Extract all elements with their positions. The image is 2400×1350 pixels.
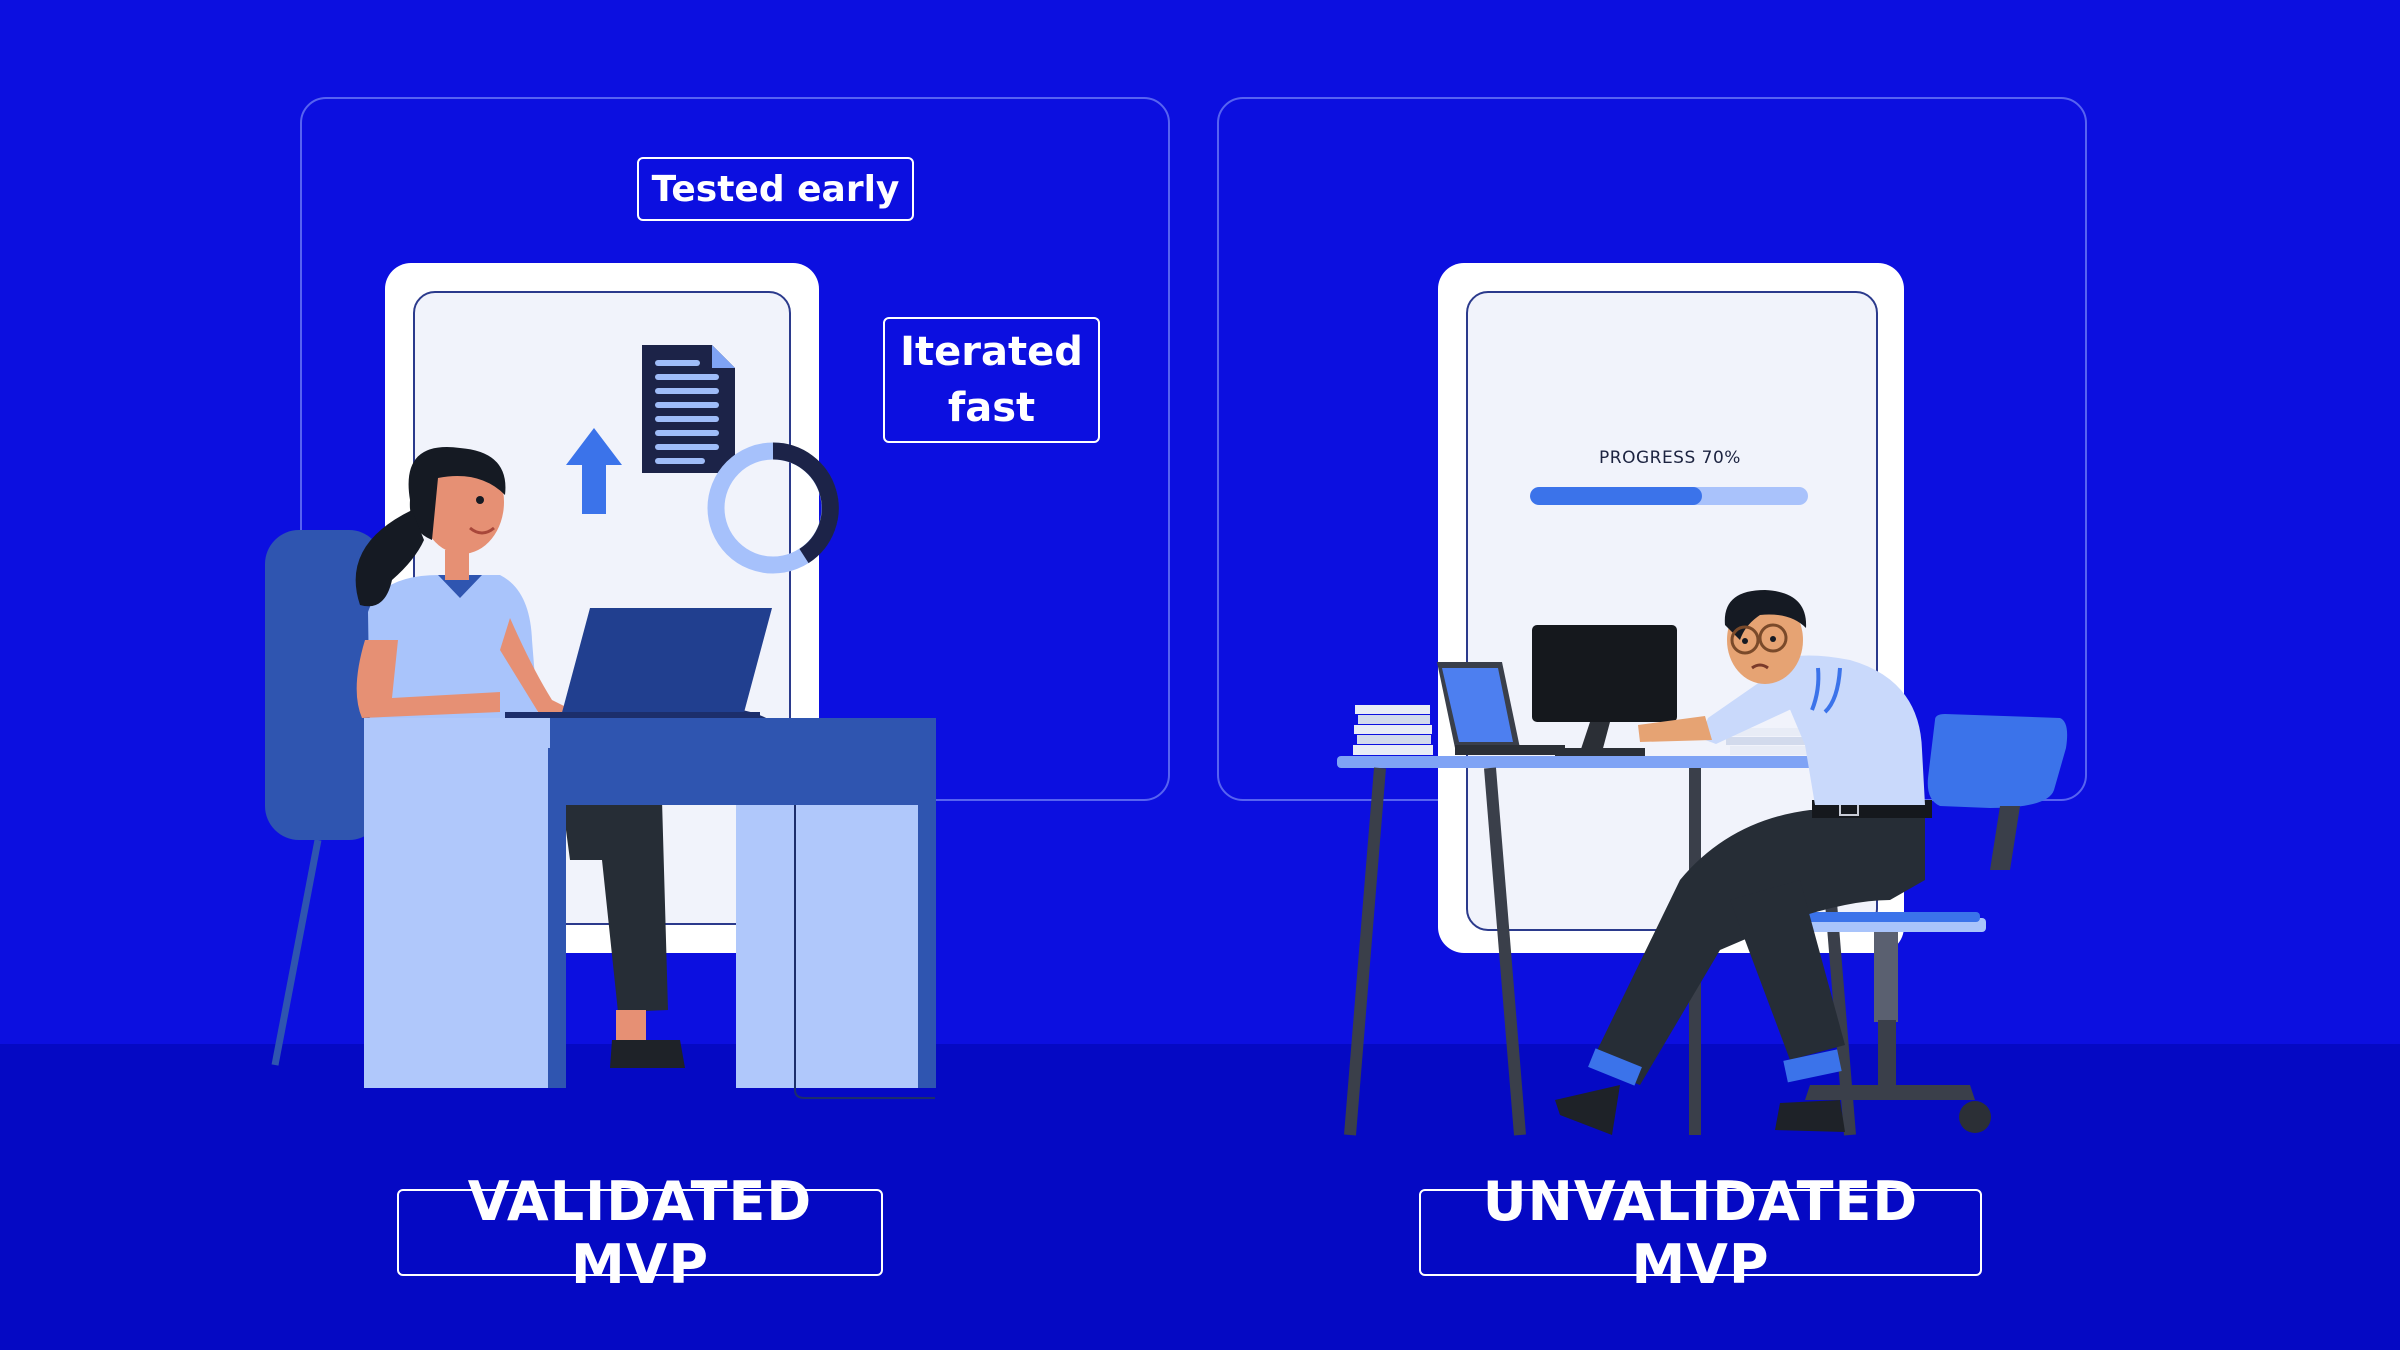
left-desk xyxy=(364,718,936,1099)
progress-label: PROGRESS 70% xyxy=(1599,448,1741,468)
left-chair xyxy=(265,530,383,1066)
paper-stack-icon xyxy=(1726,728,1822,755)
right-desk xyxy=(1337,756,1865,1136)
iterated-fast-tag: Iterated fast xyxy=(883,317,1100,443)
man-figure xyxy=(1555,590,1932,1135)
progress-bar-fill xyxy=(1530,487,1703,505)
iterated-fast-text: Iterated fast xyxy=(900,329,1083,431)
monitor-icon xyxy=(1532,625,1677,756)
donut-chart-icon xyxy=(707,442,839,574)
unvalidated-mvp-label: UNVALIDATED MVP xyxy=(1419,1170,1982,1296)
tested-early-tag: Tested early xyxy=(637,157,914,221)
woman-figure xyxy=(355,447,685,1068)
validated-mvp-label: VALIDATED MVP xyxy=(397,1170,883,1296)
right-whiteboard xyxy=(1438,263,1904,953)
paper-stack-icon xyxy=(1353,705,1433,755)
unvalidated-mvp-text: UNVALIDATED MVP xyxy=(1482,1169,1919,1296)
laptop-icon xyxy=(1437,662,1565,755)
right-chair xyxy=(1790,714,2068,1133)
floor xyxy=(0,1044,2400,1350)
document-icon xyxy=(642,345,735,473)
up-arrow-icon xyxy=(566,428,622,514)
progress-bar xyxy=(1530,487,1808,505)
tested-early-text: Tested early xyxy=(651,168,900,210)
validated-mvp-text: VALIDATED MVP xyxy=(467,1169,813,1296)
